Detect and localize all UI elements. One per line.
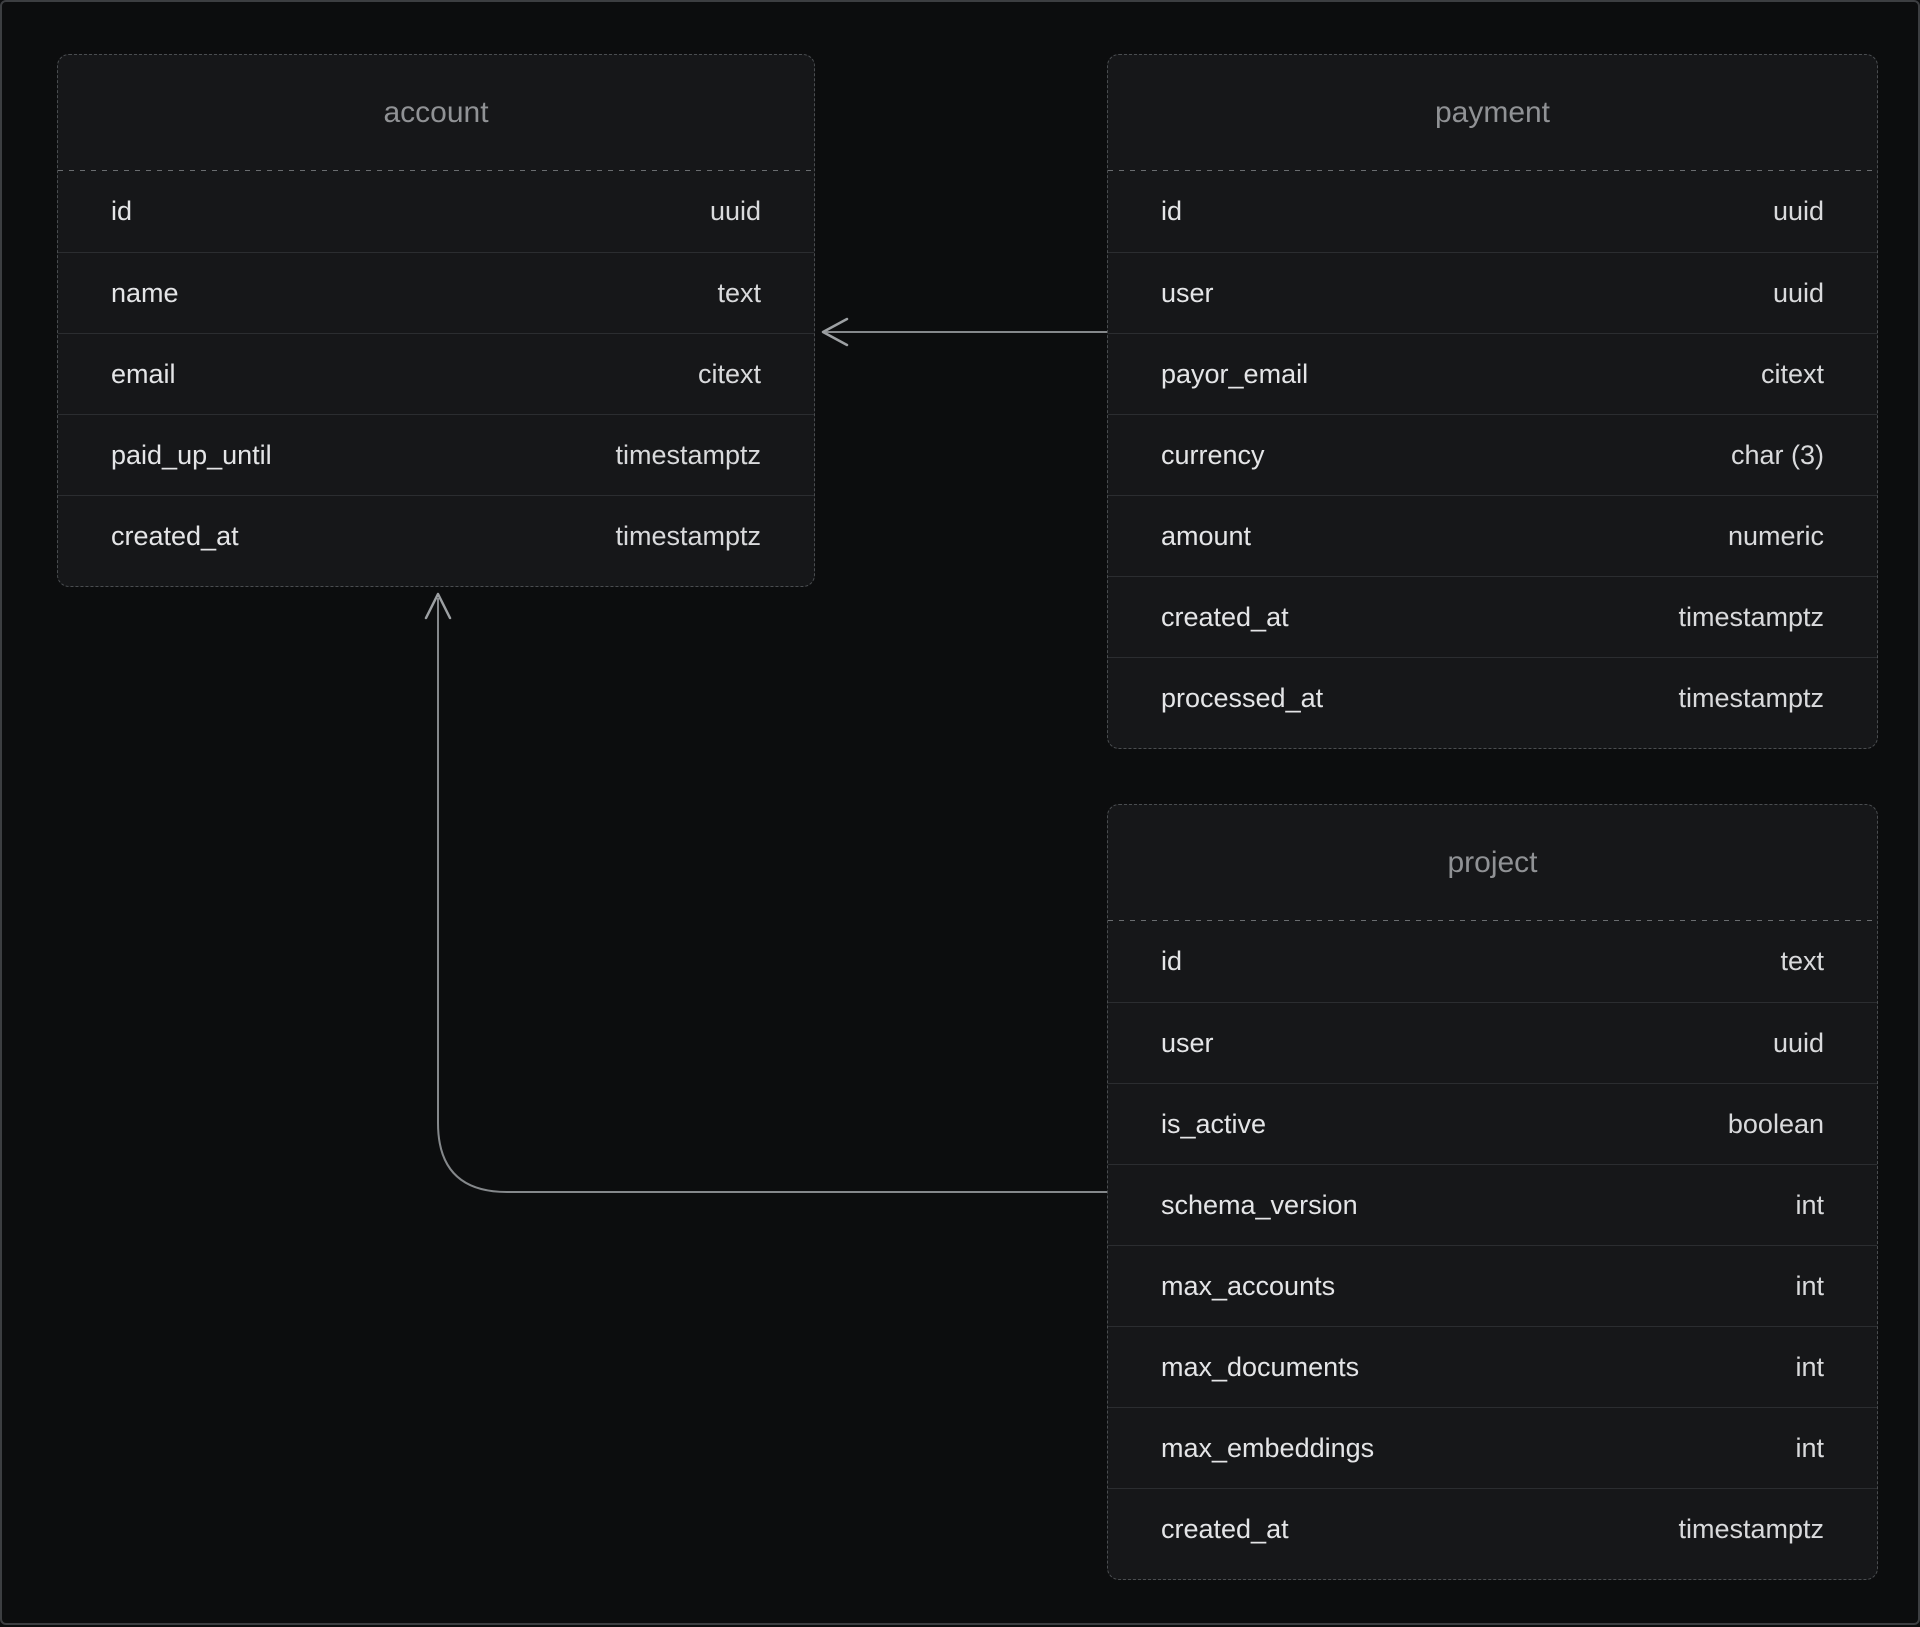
column-type: boolean [1727,1108,1824,1139]
column-type: uuid [1772,277,1824,308]
table-row: schema_version int [1108,1164,1877,1245]
column-name: currency [1161,439,1265,470]
column-list: id uuid name text email citext paid_up_u… [58,171,814,576]
table-row: max_embeddings int [1108,1407,1877,1488]
column-name: name [111,277,179,308]
table-row: created_at timestamptz [1108,576,1877,657]
column-name: id [1161,946,1183,976]
column-type: char (3) [1730,439,1824,470]
column-name: created_at [111,520,239,551]
table-row: paid_up_until timestamptz [58,414,814,495]
column-type: timestamptz [1678,682,1824,713]
table-row: payor_email citext [1108,333,1877,414]
column-type: timestamptz [615,439,761,470]
column-name: processed_at [1161,682,1324,713]
column-type: timestamptz [615,520,761,551]
table-title: account [383,95,489,129]
table-header: payment [1108,55,1877,170]
column-type: text [1780,946,1824,976]
column-type: uuid [1772,196,1824,226]
table-node-account[interactable]: account id uuid name text email citext p… [57,54,815,587]
column-name: is_active [1161,1108,1267,1139]
edge-payment-to-account [821,317,1107,347]
table-row: id text [1108,921,1877,1002]
column-type: int [1795,1270,1824,1301]
table-node-payment[interactable]: payment id uuid user uuid payor_email ci… [1107,54,1878,749]
column-type: text [717,277,761,308]
table-title: project [1447,845,1538,879]
table-node-project[interactable]: project id text user uuid is_active bool… [1107,804,1878,1580]
column-name: id [1161,196,1183,226]
table-row: is_active boolean [1108,1083,1877,1164]
column-type: citext [697,358,761,389]
column-type: int [1795,1189,1824,1220]
column-name: created_at [1161,1513,1289,1544]
column-type: timestamptz [1678,1513,1824,1544]
column-name: max_documents [1161,1351,1360,1382]
column-name: id [111,196,133,226]
column-type: uuid [1772,1027,1824,1058]
table-row: created_at timestamptz [1108,1488,1877,1569]
column-type: int [1795,1432,1824,1463]
table-row: user uuid [1108,252,1877,333]
table-row: id uuid [1108,171,1877,252]
column-type: timestamptz [1678,601,1824,632]
table-row: id uuid [58,171,814,252]
table-row: user uuid [1108,1002,1877,1083]
table-row: currency char (3) [1108,414,1877,495]
column-name: user [1161,1027,1214,1058]
header-divider [1108,170,1877,171]
column-name: schema_version [1161,1189,1358,1220]
header-divider [1108,920,1877,921]
column-type: numeric [1727,520,1824,551]
column-name: payor_email [1161,358,1309,389]
column-type: int [1795,1351,1824,1382]
column-name: max_accounts [1161,1270,1336,1301]
column-name: email [111,358,176,389]
column-type: uuid [709,196,761,226]
table-header: account [58,55,814,170]
table-row: amount numeric [1108,495,1877,576]
table-title: payment [1434,95,1551,129]
table-row: name text [58,252,814,333]
table-header: project [1108,805,1877,920]
column-name: paid_up_until [111,439,272,470]
column-type: citext [1760,358,1824,389]
column-name: user [1161,277,1214,308]
table-row: processed_at timestamptz [1108,657,1877,738]
table-row: created_at timestamptz [58,495,814,576]
column-name: max_embeddings [1161,1432,1375,1463]
table-row: email citext [58,333,814,414]
column-name: amount [1161,520,1252,551]
table-row: max_accounts int [1108,1245,1877,1326]
header-divider [58,170,814,171]
table-row: max_documents int [1108,1326,1877,1407]
column-name: created_at [1161,601,1289,632]
column-list: id uuid user uuid payor_email citext cur… [1108,171,1877,738]
column-list: id text user uuid is_active boolean sche… [1108,921,1877,1569]
edge-project-to-account [424,592,1107,1193]
